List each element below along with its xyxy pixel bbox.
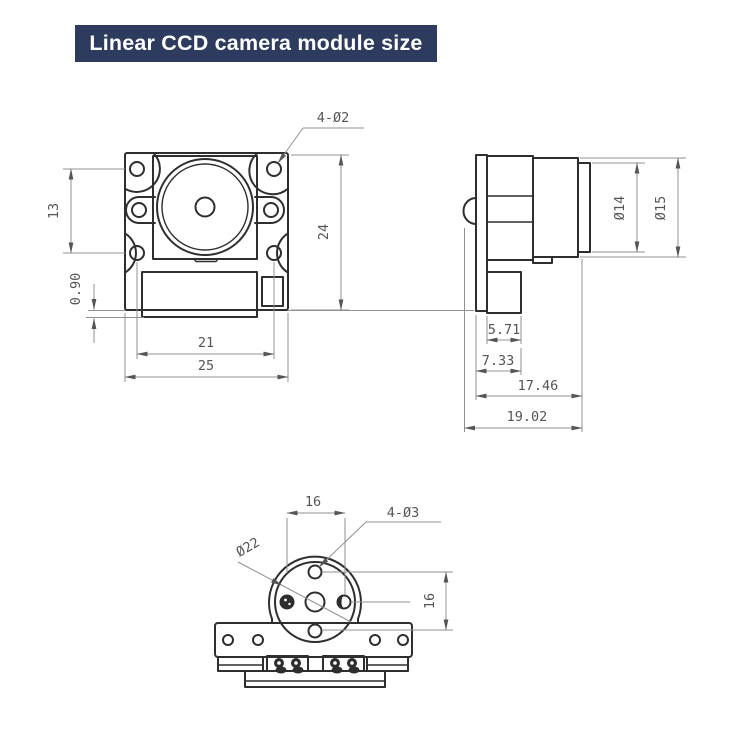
front-corner-holes <box>129 161 282 261</box>
bottom-plate <box>244 670 386 688</box>
dim-label-overall-depth: 19.02 <box>507 409 548 425</box>
lens-aperture <box>194 196 216 218</box>
dim-flange-diameter: Ø22 <box>233 535 352 623</box>
front-ear-tabs <box>125 196 285 224</box>
dim-label-front-ring-diameter: Ø14 <box>612 196 628 220</box>
dim-mount-holes: 4-Ø3 <box>318 505 441 568</box>
front-body-outline <box>124 152 289 311</box>
dim-label-connector-protrusion: 0.90 <box>68 273 84 306</box>
bottom-view: 16 4-Ø3 Ø22 16 <box>214 494 453 688</box>
front-lens <box>156 158 254 263</box>
dim-hole-spacing-vertical: 13 <box>46 168 125 254</box>
dim-connector-depth: 7.33 <box>475 315 522 400</box>
bottom-mount-hole <box>307 564 323 580</box>
bottom-mount-hole <box>307 623 323 639</box>
title-badge: Linear CCD camera module size <box>75 25 437 62</box>
front-view: 4-Ø2 24 13 0.90 21 <box>46 110 474 382</box>
side-connector <box>486 271 522 314</box>
dim-label-flange-diameter: Ø22 <box>233 535 262 561</box>
bar-hole <box>252 634 264 646</box>
corner-hole <box>129 161 145 177</box>
side-body-outline <box>462 154 591 314</box>
bottom-under-structure <box>217 655 409 688</box>
front-connector <box>141 271 284 318</box>
side-lens-dome <box>462 197 477 225</box>
dim-label-mount-holes: 4-Ø3 <box>387 505 420 521</box>
dim-label-hole-spacing-vertical: 13 <box>46 203 62 219</box>
bar-hole <box>369 634 381 646</box>
corner-hole <box>266 161 282 177</box>
side-view: Ø14 Ø15 5.71 7.33 17.46 <box>462 154 686 432</box>
dim-barrel-diameter: Ø15 <box>580 157 686 258</box>
dim-body-width: 25 <box>124 313 289 382</box>
dim-label-corner-holes: 4-Ø2 <box>317 110 350 126</box>
dim-overall-depth: 19.02 <box>464 228 583 432</box>
dim-label-body-width: 25 <box>198 358 214 374</box>
dim-label-barrel-diameter: Ø15 <box>653 196 669 220</box>
bottom-center-hole <box>304 591 326 613</box>
dim-label-body-depth: 17.46 <box>518 378 559 394</box>
dim-hole-spacing-horizontal: 21 <box>136 262 275 359</box>
bottom-base-bar <box>214 622 413 658</box>
corner-hole <box>266 245 282 261</box>
dim-body-depth: 17.46 <box>475 259 583 432</box>
dim-connector-width: 5.71 <box>486 316 522 344</box>
dim-label-body-height: 24 <box>316 224 332 240</box>
corner-hole <box>129 245 145 261</box>
dim-label-bottom-spacing-horizontal: 16 <box>305 494 321 510</box>
dim-label-hole-spacing-horizontal: 21 <box>198 335 214 351</box>
dim-body-height: 24 <box>291 154 349 311</box>
dim-bottom-hole-spacing-vertical: 16 <box>323 571 453 631</box>
dim-bottom-hole-spacing-horizontal: 16 <box>286 494 346 595</box>
bottom-mount-hole <box>336 594 352 610</box>
dim-connector-protrusion: 0.90 <box>68 273 144 343</box>
side-pcb-plate <box>475 154 488 312</box>
dim-label-bottom-spacing-vertical: 16 <box>422 593 438 609</box>
side-lens-barrel <box>532 157 579 258</box>
dim-corner-holes: 4-Ø2 <box>277 110 364 164</box>
bar-hole <box>222 634 234 646</box>
dim-front-ring-diameter: Ø14 <box>592 162 645 253</box>
front-small-port <box>261 276 284 307</box>
bar-hole <box>397 634 409 646</box>
bottom-mount-hole <box>279 594 295 610</box>
dim-label-connector-width: 5.71 <box>488 322 521 338</box>
dim-label-connector-depth: 7.33 <box>482 353 515 369</box>
side-lens-front-ring <box>577 162 591 253</box>
page-title: Linear CCD camera module size <box>89 31 423 55</box>
